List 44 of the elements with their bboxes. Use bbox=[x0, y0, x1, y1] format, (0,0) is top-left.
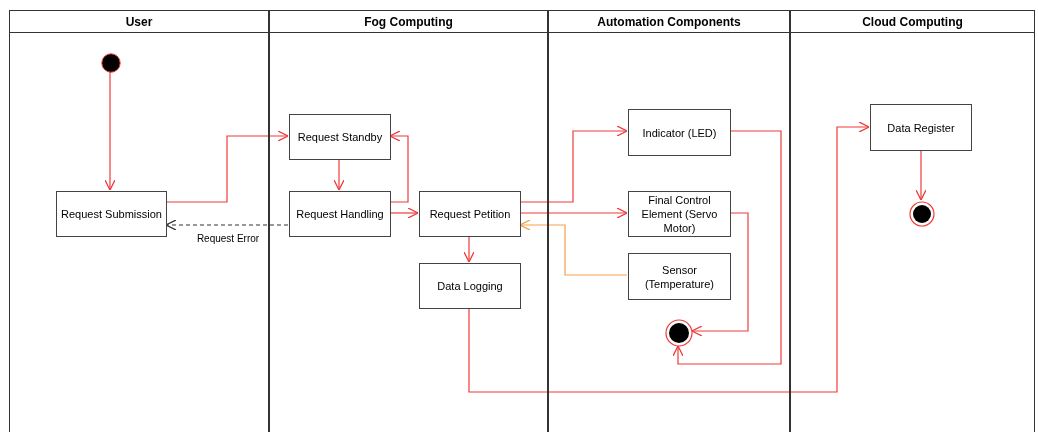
arrow bbox=[389, 207, 419, 219]
lane-header: Automation Components bbox=[597, 13, 741, 31]
activity-label: Indicator (LED) bbox=[642, 125, 717, 140]
activity-label: Request Petition bbox=[429, 207, 511, 221]
edge-label: Request Error bbox=[194, 233, 262, 245]
arrow bbox=[915, 149, 927, 201]
swimlane bbox=[269, 10, 548, 432]
arrow bbox=[691, 212, 749, 337]
swimlane bbox=[9, 10, 269, 432]
final-state bbox=[665, 319, 693, 347]
activity-box bbox=[419, 263, 521, 309]
activity-label: Data Logging bbox=[437, 279, 503, 293]
activity-box bbox=[628, 253, 731, 300]
swimlane bbox=[548, 10, 790, 432]
arrow bbox=[519, 219, 628, 276]
arrow bbox=[672, 130, 782, 365]
activity-label: Request Handling bbox=[296, 207, 384, 221]
lane-header: Cloud Computing bbox=[862, 13, 963, 31]
swimlane bbox=[790, 10, 1035, 432]
arrow bbox=[463, 235, 475, 263]
activity-box bbox=[289, 191, 391, 237]
arrow bbox=[165, 219, 289, 231]
activity-label: Final Control Element (Servo Motor) bbox=[640, 193, 719, 235]
activity-label: Data Register bbox=[887, 120, 955, 135]
activity-label: Request Standby bbox=[297, 130, 383, 144]
arrow bbox=[104, 71, 116, 191]
activity-label: Request Submission bbox=[61, 207, 162, 221]
final-state bbox=[909, 201, 935, 227]
activity-box bbox=[628, 109, 731, 156]
activity-box bbox=[870, 104, 972, 151]
arrow bbox=[165, 130, 289, 203]
arrow bbox=[519, 207, 628, 219]
activity-box bbox=[628, 191, 731, 237]
activity-box bbox=[419, 191, 521, 237]
activity-box bbox=[289, 114, 391, 160]
arrow bbox=[519, 125, 628, 203]
activity-label: Sensor (Temperature) bbox=[643, 262, 716, 291]
arrow bbox=[389, 130, 409, 203]
initial-state bbox=[101, 53, 121, 73]
arrow bbox=[468, 121, 870, 393]
lane-header: Fog Computing bbox=[364, 13, 453, 31]
arrow bbox=[333, 158, 345, 191]
activity-box bbox=[56, 191, 167, 237]
lane-header: User bbox=[125, 13, 153, 31]
